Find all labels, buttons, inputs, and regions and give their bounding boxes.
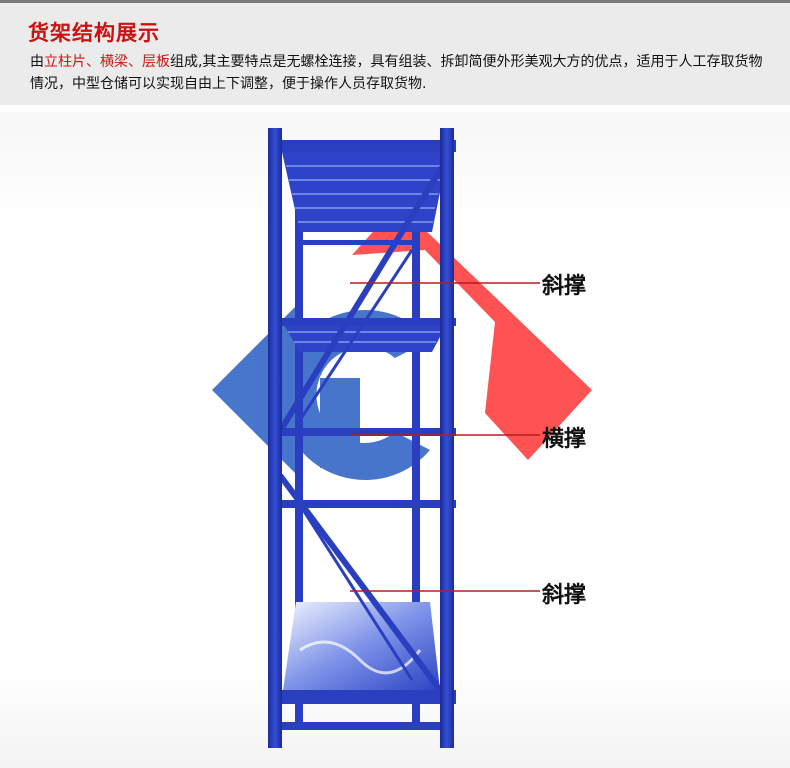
desc-prefix: 由 — [30, 54, 44, 70]
callout-label-top: 斜撑 — [542, 274, 587, 299]
desc-highlight: 立柱片、横梁、层板 — [44, 54, 170, 70]
desc-rest: 组成,其主要特点是无螺栓连接，具有组装、拆卸简便外形美观大方的优点，适用于人工存… — [30, 54, 763, 92]
shelf-middle — [282, 322, 448, 352]
rack — [268, 128, 456, 748]
front-post-left — [268, 128, 282, 748]
shelf-top — [282, 152, 448, 232]
beam-lower — [270, 500, 456, 508]
description-text: 由立柱片、横梁、层板组成,其主要特点是无螺栓连接，具有组装、拆卸简便外形美观大方… — [30, 51, 770, 95]
beam-cross-brace — [270, 428, 456, 436]
beam-bottom — [270, 690, 456, 704]
callout-label-bottom: 斜撑 — [542, 583, 587, 608]
watermark-blue-bar — [320, 378, 360, 468]
watermark-blue-c — [280, 310, 430, 480]
watermark-red-arrow — [352, 204, 592, 460]
callout-lines — [350, 282, 540, 592]
beam-upper-back — [295, 240, 420, 245]
header-banner: 货架结构展示 由立柱片、横梁、层板组成,其主要特点是无螺栓连接，具有组装、拆卸简… — [0, 0, 790, 105]
front-post-right — [440, 128, 454, 748]
brace-lower — [277, 473, 445, 695]
base-plate — [278, 722, 448, 730]
section-title: 货架结构展示 — [28, 21, 160, 45]
callout-label-middle: 横撑 — [542, 427, 587, 452]
brace-upper — [277, 165, 445, 433]
beam-top — [270, 140, 456, 152]
